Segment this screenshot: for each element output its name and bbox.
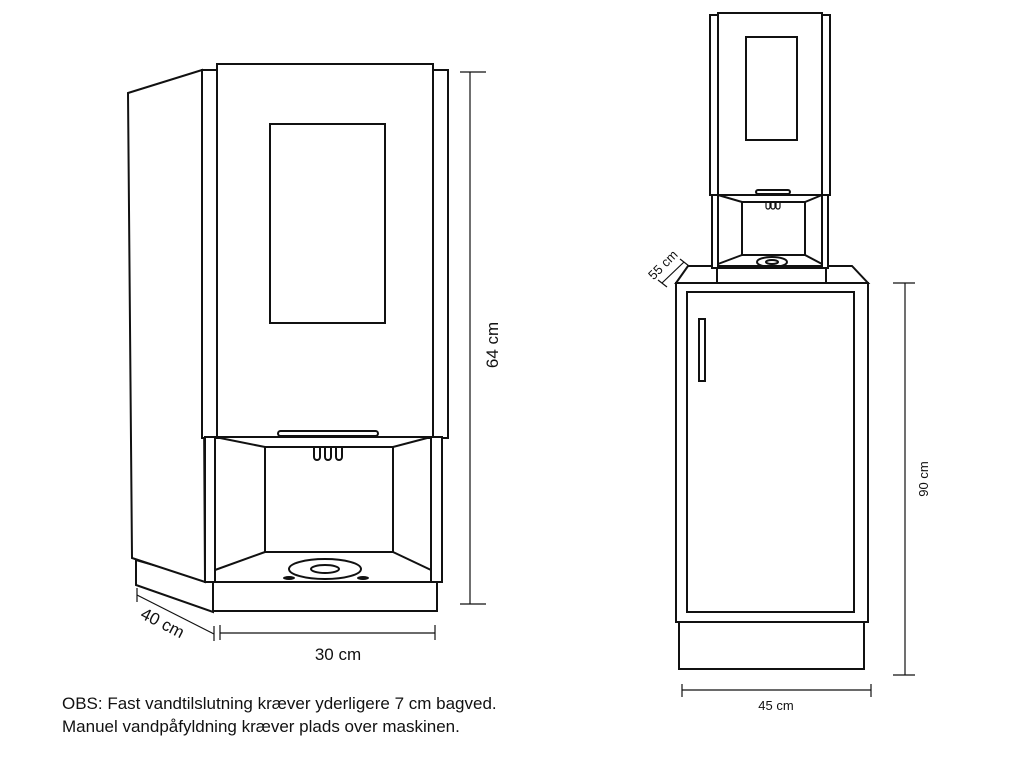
side-panel	[126, 68, 207, 584]
cavity-top	[214, 436, 432, 448]
depth-label: 40 cm	[138, 604, 188, 642]
right-machine	[709, 12, 831, 284]
cabinet-plinth	[678, 621, 865, 670]
nozzles	[313, 448, 343, 461]
left-column	[201, 69, 218, 439]
height-label: 64 cm	[483, 322, 502, 368]
right-column	[432, 69, 449, 439]
cavity-back-wall	[264, 446, 394, 553]
cabinet-height-label: 90 cm	[916, 461, 931, 496]
height-dimension-90: 90 cm	[893, 282, 931, 676]
notes: OBS: Fast vandtilslutning kræver yderlig…	[62, 692, 497, 738]
cabinet	[674, 265, 871, 670]
cabinet-width-label: 45 cm	[758, 698, 793, 713]
lower-left-pillar	[204, 436, 216, 583]
width-dimension-30: 30 cm	[219, 625, 436, 664]
door-handle	[698, 318, 706, 382]
base	[716, 267, 827, 284]
left-machine	[126, 63, 449, 614]
display-screen	[745, 36, 798, 141]
note-water-connection: OBS: Fast vandtilslutning kræver yderlig…	[62, 694, 497, 713]
display-screen	[269, 123, 386, 324]
drip-bar	[277, 430, 379, 437]
note-manual-refill: Manuel vandpåfyldning kræver plads over …	[62, 717, 460, 736]
width-dimension-45: 45 cm	[681, 684, 872, 713]
base	[212, 581, 438, 612]
height-dimension-64: 64 cm	[460, 71, 502, 605]
cabinet-door	[686, 291, 855, 613]
cup-ring	[288, 558, 362, 580]
width-label: 30 cm	[315, 645, 361, 664]
lower-right-pillar	[430, 436, 443, 583]
depth-label: 55 cm	[645, 247, 681, 283]
